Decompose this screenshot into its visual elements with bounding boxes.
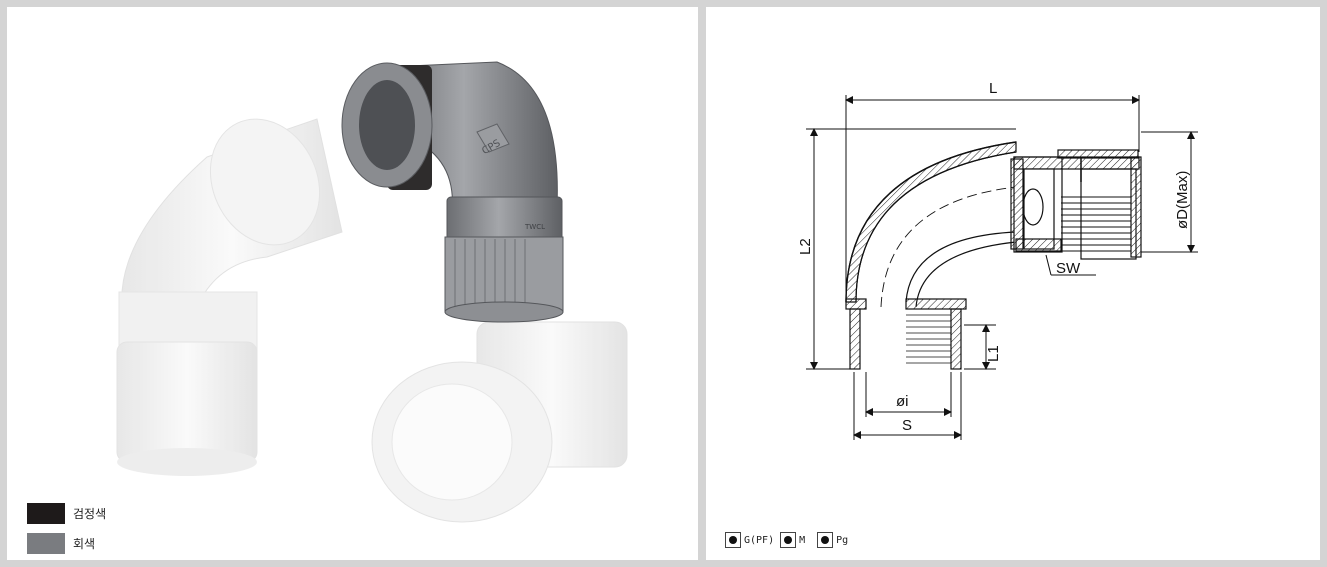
dimension-l2: L2 [797,238,814,255]
product-photo: CPS TWCL [116,61,628,523]
bullet-icon [725,532,741,548]
legend-label-black: 검정색 [73,506,107,521]
thread-label-gpf: G(PF) [744,534,775,546]
dimension-l: L [989,80,997,97]
bullet-icon [817,532,834,548]
dimension-sw: SW [1056,260,1081,277]
technical-drawing-panel: L L2 øD(Max) SW L1 øi S G(PF) M Pg [706,7,1320,560]
white-straight-fitting [371,321,628,523]
legend-item-black: 검정색 [27,498,106,528]
thread-item-pg: Pg [817,532,858,548]
thread-label-m: M [799,534,806,546]
dimension-l1: L1 [985,345,1002,362]
dimension-inner-diameter: øi [896,393,909,410]
black-swatch [27,502,65,524]
gray-90-elbow-fitting: CPS TWCL [341,61,564,323]
thread-type-legend: G(PF) M Pg [725,532,860,548]
product-photo-panel: CPS TWCL 검정색 회색 [7,7,698,560]
legend-label-gray: 회색 [73,536,96,551]
dimension-lines [806,95,1198,440]
legend-item-gray: 회색 [27,528,106,558]
dimension-s: S [902,417,912,434]
gray-swatch [27,532,65,554]
dimension-d-max: øD(Max) [1174,171,1191,229]
thread-item-m: M [780,532,815,548]
color-legend: 검정색 회색 [27,498,106,558]
thread-label-pg: Pg [836,534,849,546]
thread-item-gpf: G(PF) [725,532,778,548]
elbow-drawing [845,141,1142,370]
white-45-elbow-fitting [116,118,343,476]
bullet-icon [780,532,797,548]
twcl-band-mark: TWCL [524,223,545,231]
technical-drawing: L L2 øD(Max) SW L1 øi S [797,80,1198,440]
